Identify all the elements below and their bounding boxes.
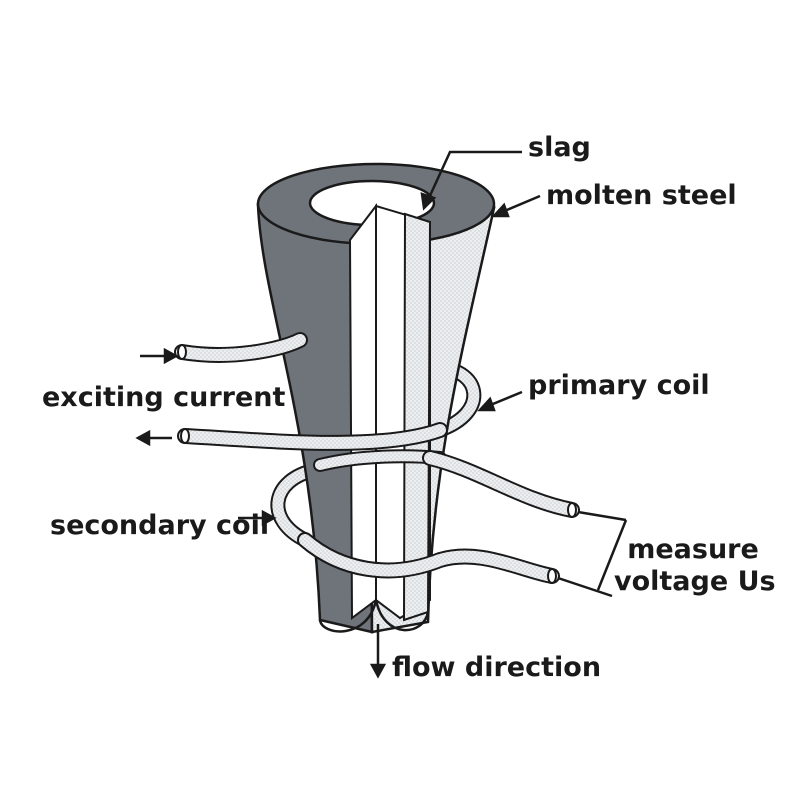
primary-coil	[174, 332, 448, 472]
nozzle-outer-wall	[256, 203, 374, 634]
inner-section-face	[348, 203, 377, 620]
label-flow-direction: flow direction	[392, 652, 602, 683]
label-secondary-coil: secondary coil	[50, 510, 270, 541]
leader-primary-coil	[477, 390, 523, 412]
arrow-exciting-out-icon	[135, 429, 172, 447]
label-molten-steel: molten steel	[546, 180, 737, 211]
label-voltage-us: voltage Us	[614, 566, 776, 597]
secondary-coil	[297, 450, 580, 584]
leader-slag	[420, 150, 522, 211]
measure-bracket	[557, 510, 628, 598]
label-measure: measure	[627, 534, 759, 565]
secondary-coil-back	[270, 462, 323, 548]
leader-molten-steel	[491, 194, 541, 218]
leader-secondary-coil	[238, 509, 277, 527]
nozzle-bottom	[318, 599, 430, 633]
arrow-flow-direction-icon	[369, 624, 387, 679]
label-slag: slag	[528, 132, 591, 163]
arrow-exciting-in-icon	[140, 347, 179, 365]
label-exciting-current: exciting current	[42, 382, 286, 413]
label-primary-coil: primary coil	[528, 370, 710, 401]
